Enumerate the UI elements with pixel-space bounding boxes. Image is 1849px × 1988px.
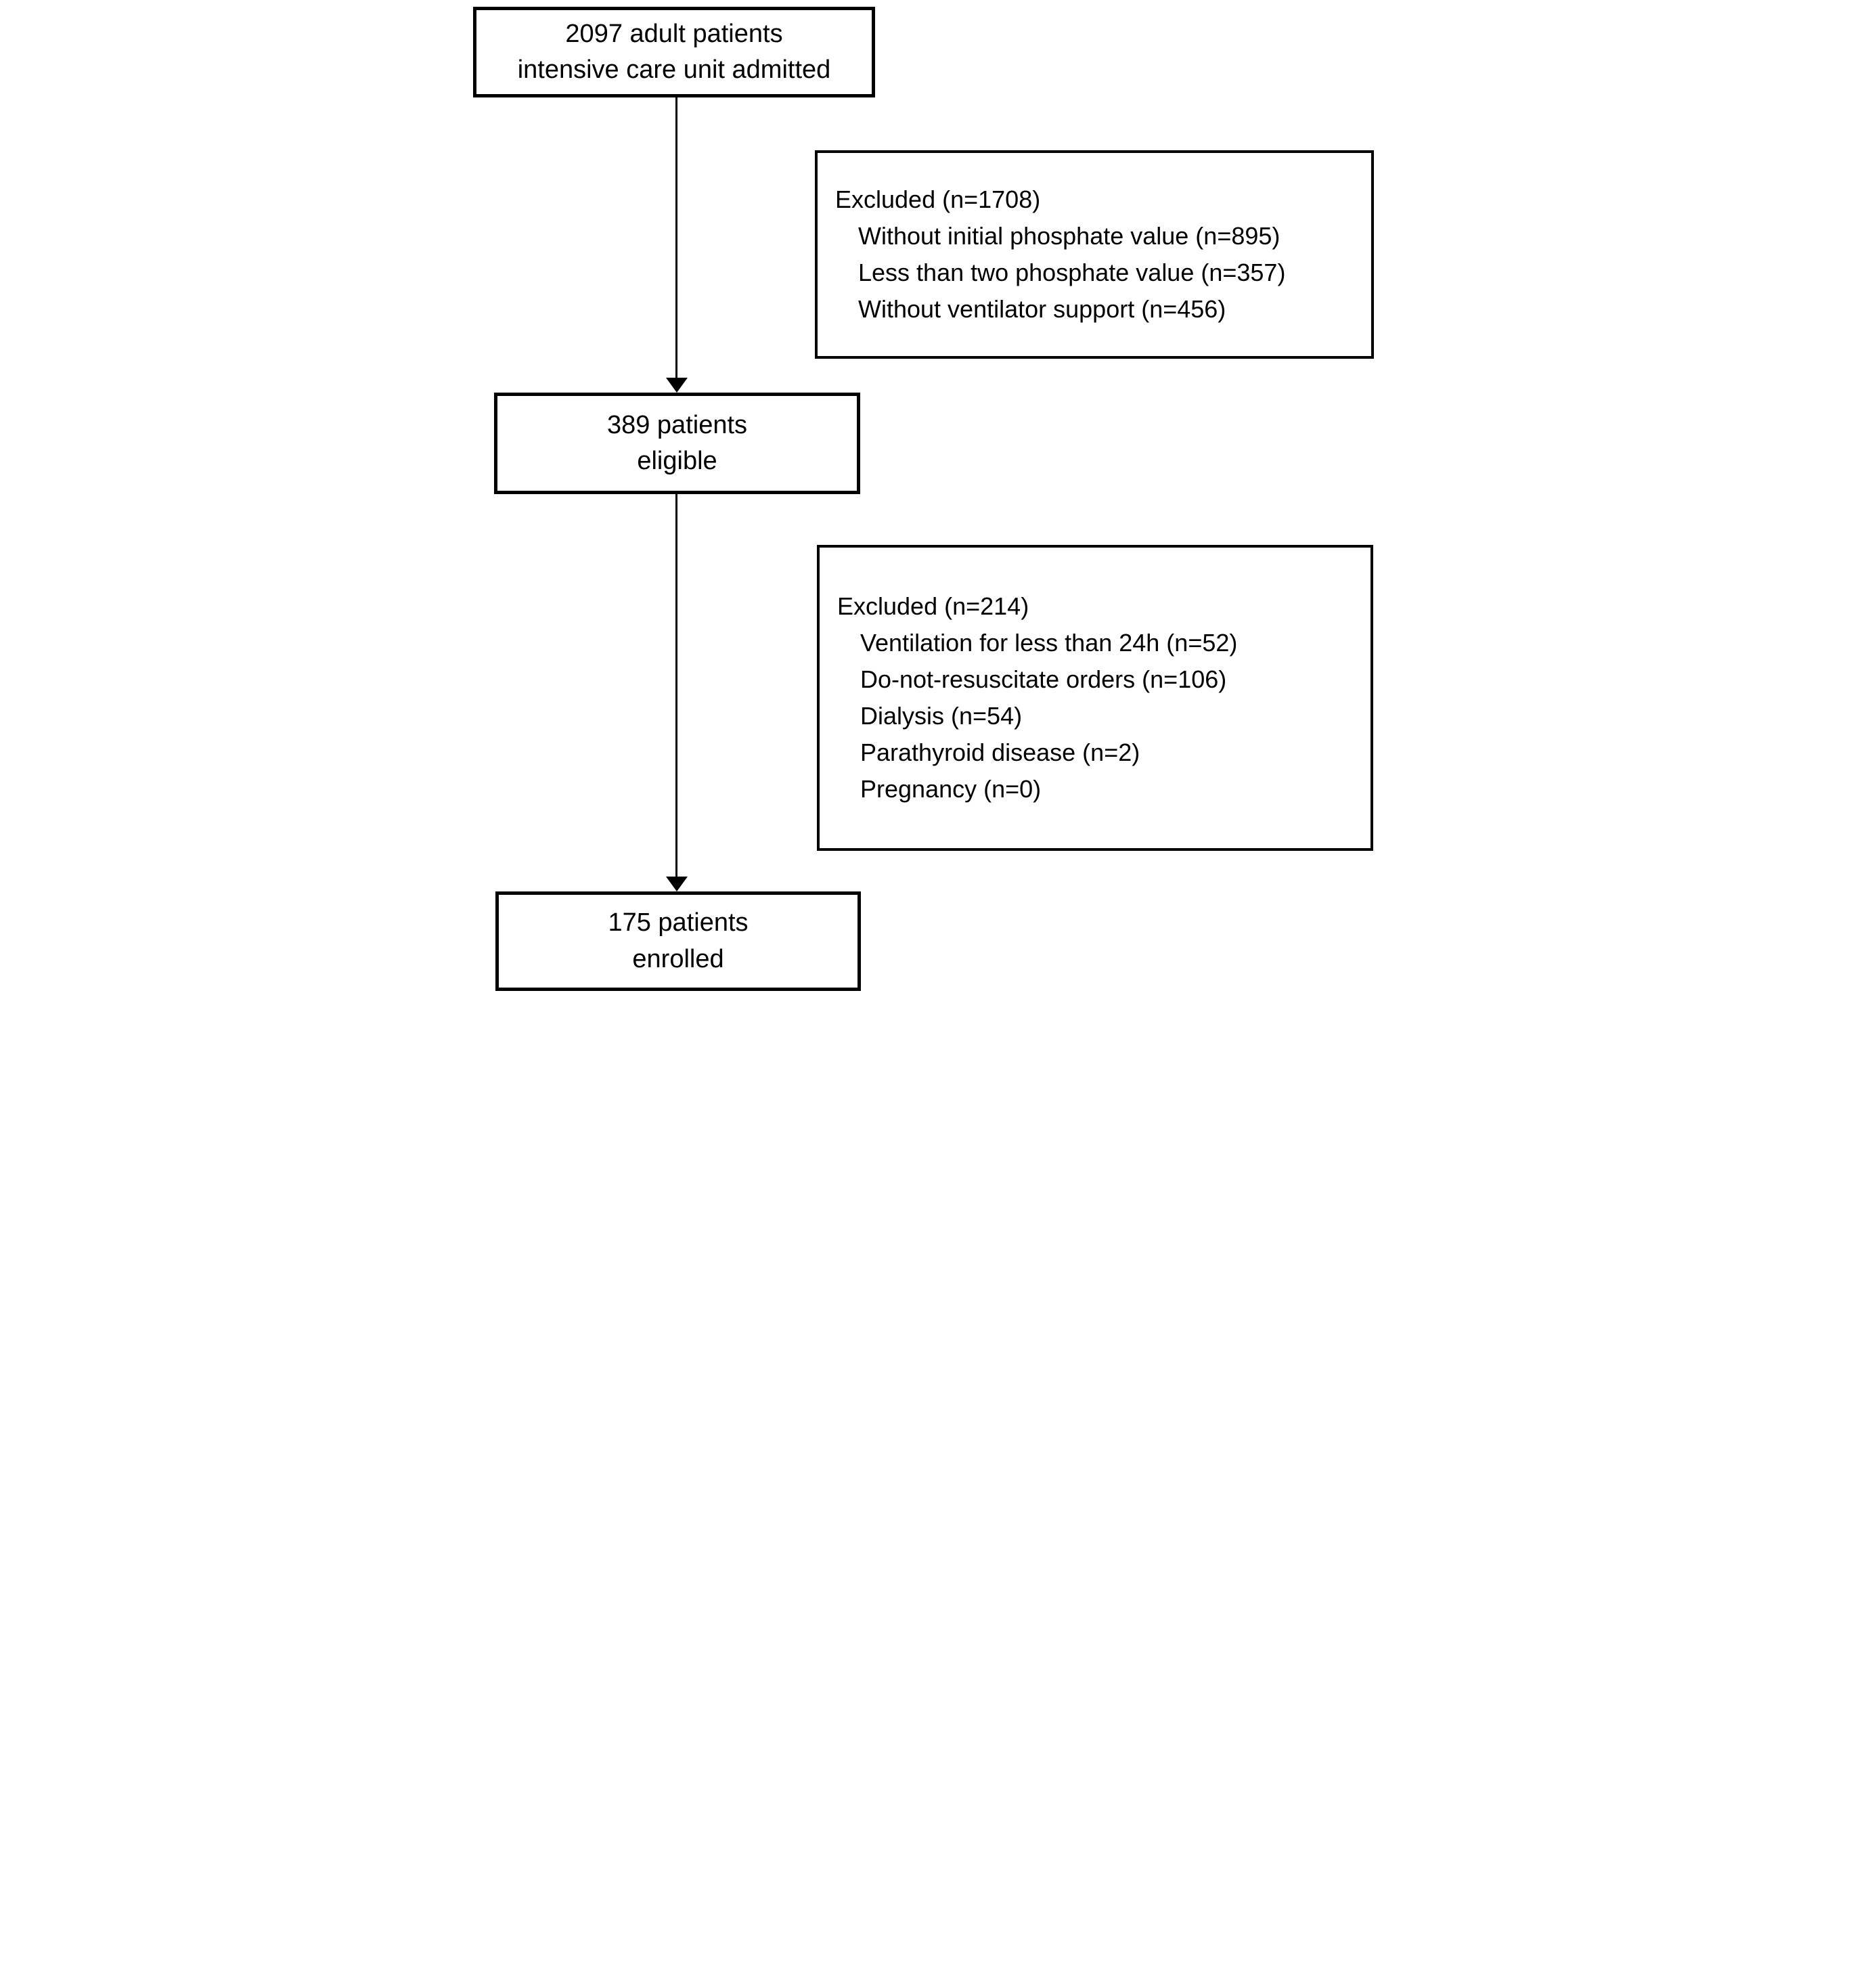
eligible-patients-box: 389 patients eligible (494, 393, 860, 494)
exclusion-reason: Do-not-resuscitate orders (n=106) (860, 665, 1227, 693)
excluded-1708-box: Excluded (n=1708) Without initial phosph… (815, 150, 1374, 359)
excluded-214-box: Excluded (n=214) Ventilation for less th… (817, 545, 1373, 851)
enrolled-patients-line1: 175 patients (608, 908, 749, 937)
excluded-214-heading: Excluded (n=214) (837, 592, 1029, 620)
enrolled-patients-line2: enrolled (632, 944, 724, 973)
arrow-down-icon (666, 378, 688, 393)
exclusion-reason: Dialysis (n=54) (860, 702, 1023, 730)
exclusion-reason: Pregnancy (n=0) (860, 775, 1042, 803)
arrow-admitted-to-eligible-line (675, 97, 677, 379)
exclusion-reason: Less than two phosphate value (n=357) (858, 259, 1286, 286)
admitted-patients-line2: intensive care unit admitted (517, 56, 831, 84)
eligible-patients-line2: eligible (637, 447, 717, 475)
exclusion-reason: Without ventilator support (n=456) (858, 295, 1226, 323)
arrow-down-icon (666, 877, 688, 891)
admitted-patients-box: 2097 adult patients intensive care unit … (473, 7, 875, 97)
enrolled-patients-box: 175 patients enrolled (495, 891, 861, 991)
arrow-eligible-to-enrolled-line (675, 494, 677, 877)
admitted-patients-line1: 2097 adult patients (565, 19, 783, 48)
exclusion-reason: Ventilation for less than 24h (n=52) (860, 629, 1238, 657)
exclusion-reason: Parathyroid disease (n=2) (860, 738, 1140, 766)
excluded-1708-heading: Excluded (n=1708) (835, 185, 1041, 213)
exclusion-reason: Without initial phosphate value (n=895) (858, 222, 1280, 250)
flow-diagram: 2097 adult patients intensive care unit … (462, 0, 1387, 994)
eligible-patients-line1: 389 patients (606, 410, 748, 439)
